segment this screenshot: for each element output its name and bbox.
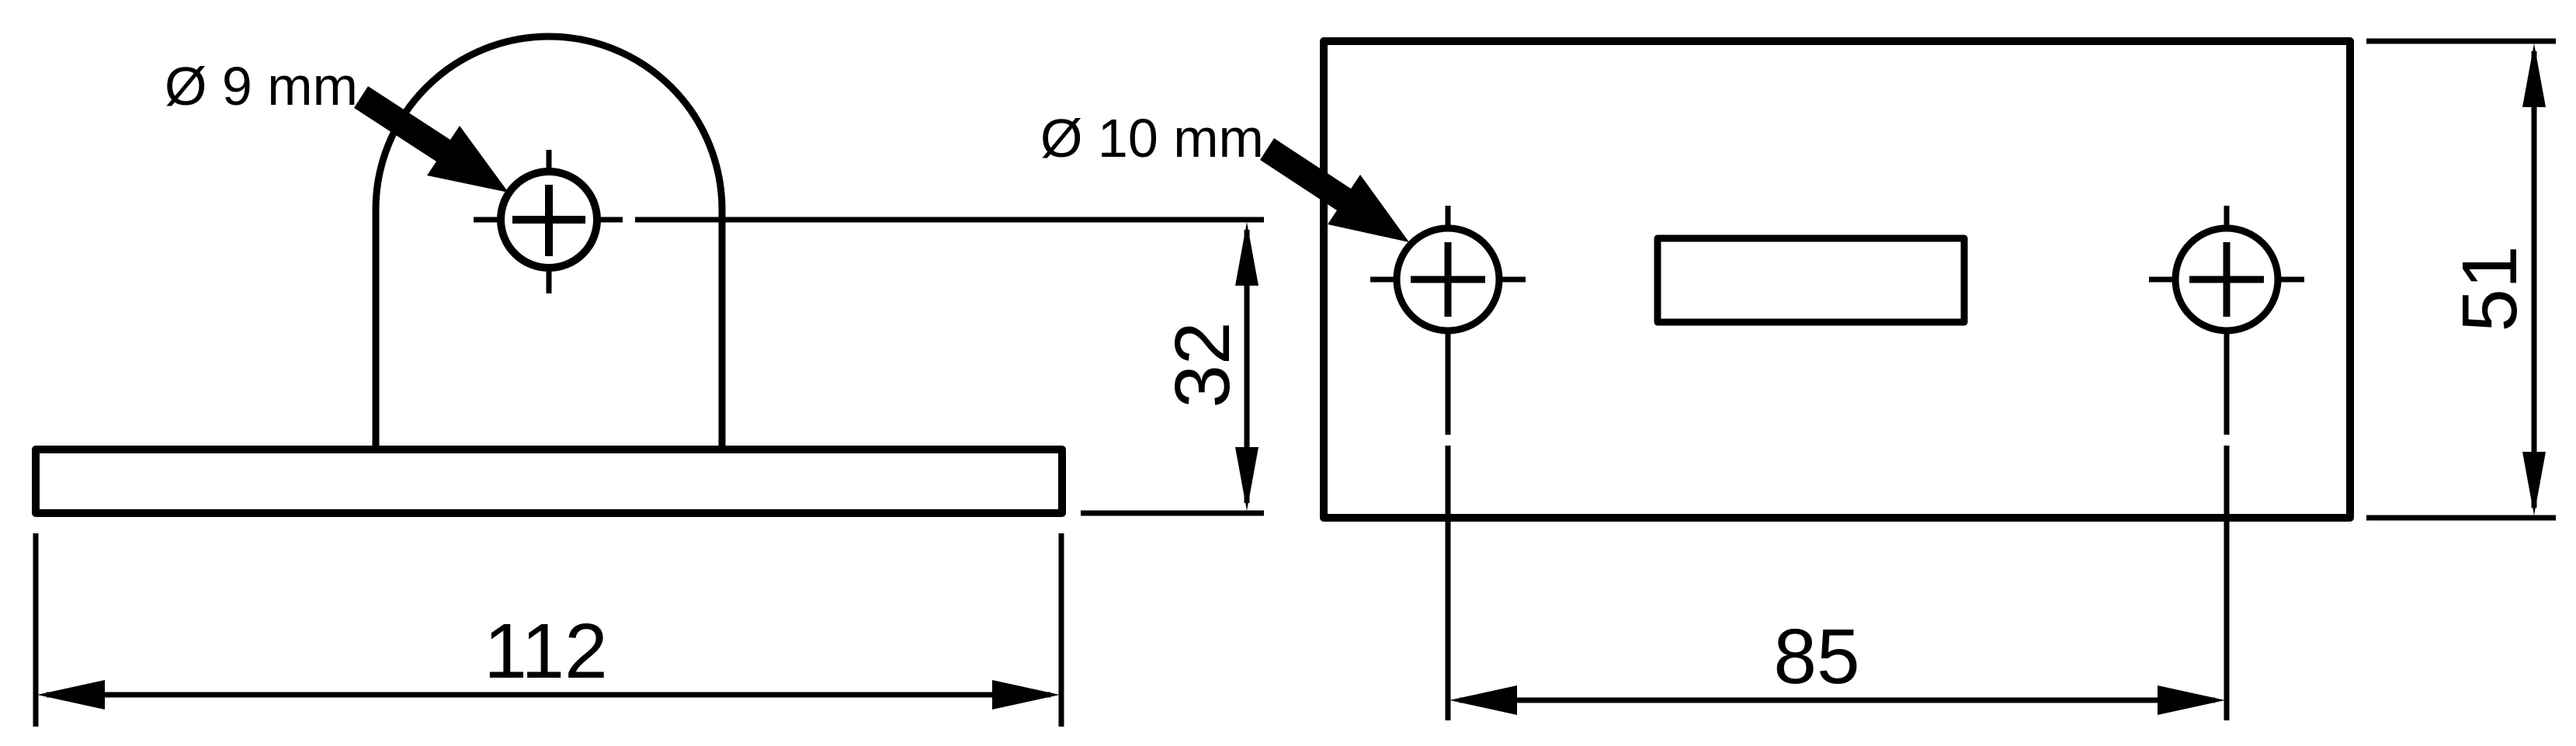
bolt-hole-right-centerlines <box>2149 206 2304 720</box>
dimension-value-85: 85 <box>1773 613 1859 700</box>
arrowhead-up-icon <box>1235 222 1258 286</box>
dimension-value-112: 112 <box>484 608 607 695</box>
lug-outline <box>372 33 726 453</box>
side-view: 32 112 Ø 9 mm <box>32 33 1264 727</box>
arrowhead-down-icon <box>1235 447 1258 511</box>
hole-callout-10mm: Ø 10 mm <box>1040 108 1409 242</box>
lug-hole-centerlines <box>474 150 623 293</box>
plan-view-geometry <box>1320 37 2354 720</box>
arrowhead-right-icon <box>992 680 1060 710</box>
leader-arrow-icon <box>1260 138 1409 242</box>
dimension-value-32: 32 <box>1159 321 1246 408</box>
arrowhead-down-icon <box>2522 452 2546 515</box>
hole-diameter-label-10mm: Ø 10 mm <box>1040 108 1264 168</box>
dimension-hole-spacing-85: 85 <box>1449 613 2225 715</box>
base-plate-outline <box>32 446 1066 517</box>
bolt-hole-left-centerlines <box>1370 206 1526 720</box>
side-view-geometry <box>32 33 1066 517</box>
arrowhead-left-icon <box>37 680 105 710</box>
arrowhead-left-icon <box>1449 685 1517 715</box>
plan-view: 85 51 Ø 10 mm <box>1040 37 2556 720</box>
hole-diameter-label-9mm: Ø 9 mm <box>165 56 358 116</box>
plate-outline <box>1320 37 2354 522</box>
arrowhead-right-icon <box>2158 685 2225 715</box>
dimension-plate-depth-51: 51 <box>2366 38 2556 521</box>
dimension-width-112: 112 <box>33 533 1064 727</box>
dimension-value-51: 51 <box>2446 245 2533 331</box>
dimension-hole-height-32: 32 <box>635 217 1264 516</box>
hole-callout-9mm: Ø 9 mm <box>165 56 509 193</box>
leader-arrow-icon <box>354 86 509 193</box>
slot-outline <box>1654 234 1968 326</box>
arrowhead-up-icon <box>2522 43 2546 107</box>
